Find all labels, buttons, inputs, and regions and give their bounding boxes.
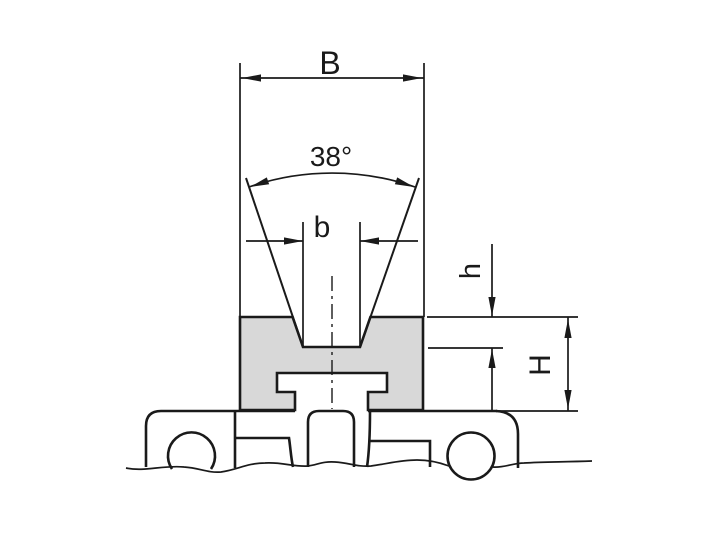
angle-arc	[248, 172, 416, 188]
dimension-B: B	[239, 45, 425, 317]
arrowhead-angle-left	[250, 177, 270, 187]
dimension-H: H	[497, 317, 578, 412]
groove-flank-line-left	[245, 177, 304, 348]
dimension-h: h	[427, 244, 578, 411]
dimension-angle: 38°	[245, 141, 420, 348]
rail-right-slot-wall	[365, 410, 372, 468]
arrowhead-h-up	[488, 349, 496, 368]
rail-left-slot-ledge	[235, 436, 295, 468]
rail-right-corner-edge	[495, 409, 520, 468]
label-groove-angle: 38°	[310, 141, 352, 172]
arrowhead-h-down	[488, 297, 496, 316]
label-block-height: H	[524, 354, 557, 376]
arrowhead-b-right	[360, 237, 379, 245]
left-bore-circle	[166, 431, 217, 470]
label-groove-width: b	[314, 211, 331, 244]
arrowhead-H-up	[564, 319, 572, 338]
arrowhead-b-left	[284, 237, 303, 245]
rail-right-slot-ledge	[370, 439, 432, 467]
break-line-right	[492, 460, 593, 468]
arrowhead-H-down	[564, 390, 572, 409]
label-groove-depth: h	[455, 263, 487, 279]
break-line-left	[125, 459, 450, 473]
rail-profile	[125, 409, 593, 481]
label-overall-width: B	[319, 45, 340, 81]
arrowhead-B-right	[403, 74, 422, 82]
right-bore-circle	[446, 431, 496, 481]
arrowhead-angle-right	[394, 177, 414, 187]
arrowhead-B-left	[242, 74, 261, 82]
rail-left-edge	[144, 409, 295, 467]
dimension-b: b	[246, 211, 418, 346]
t-bolt-tongue	[306, 409, 356, 467]
groove-flank-line-right	[359, 177, 420, 348]
